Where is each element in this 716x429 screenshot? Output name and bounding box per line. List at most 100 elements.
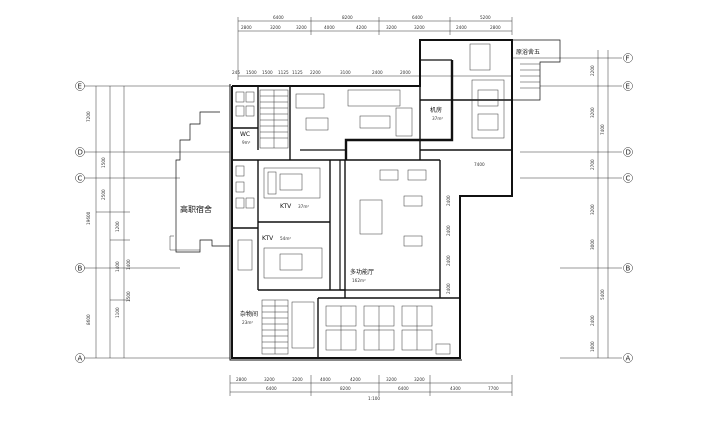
ktv2-label: KTV <box>262 235 274 242</box>
right-dormitory-outline <box>512 39 561 101</box>
dim-left-inner-3: 1200 <box>115 221 120 232</box>
dim-top-inner-6: 3200 <box>386 25 397 30</box>
multi-hall-furniture <box>359 169 427 247</box>
left-dims: 7200 19600 8600 1500 2500 1200 1400 1100 <box>86 111 120 325</box>
axis-right-D: D <box>626 149 631 157</box>
axis-right-A: A <box>626 355 631 363</box>
dim-row3-1: 245 <box>232 70 240 75</box>
ktv1-area: 37m² <box>298 204 309 209</box>
mid-dims: 7400 2400 2400 2400 2400 1500 1400 <box>126 162 485 302</box>
axis-right-F: F <box>626 55 630 63</box>
axis-right-C: C <box>626 175 631 183</box>
dim-bottom-outer-5: 7700 <box>488 386 499 391</box>
right-dimension-lines <box>512 50 622 359</box>
dim-row3-7: 3100 <box>340 70 351 75</box>
dim-right-1: 2200 <box>590 65 595 76</box>
axis-right-E: E <box>626 83 630 91</box>
dim-left-outer-3: 8600 <box>86 314 91 325</box>
axis-left-E: E <box>78 83 82 91</box>
bottom-dimension-lines <box>229 375 513 396</box>
dim-left-inner-5: 1100 <box>115 307 120 318</box>
dim-top-outer-1: 6400 <box>273 15 284 20</box>
axis-right-B: B <box>626 265 631 273</box>
top-dims-row3: 245 1500 1500 1125 1125 2200 3100 2400 2… <box>232 70 411 75</box>
dim-top-inner-4: 4000 <box>324 25 335 30</box>
dorm-top-label: 原浴舍五 <box>516 48 540 56</box>
dorm-left-label: 高职宿舍 <box>180 204 212 214</box>
dim-left-outer-2: 19600 <box>86 211 91 225</box>
stair-top-left <box>259 89 289 149</box>
top-dims-inner: 2800 3200 3200 4000 4200 3200 3200 2400 … <box>241 25 501 30</box>
dim-row3-8: 2400 <box>372 70 383 75</box>
mech-label: 机房 <box>430 106 442 114</box>
dim-mid-1: 7400 <box>474 162 485 167</box>
top-furniture <box>295 89 413 137</box>
left-dimension-lines <box>84 85 230 359</box>
dim-bottom-inner-4: 4000 <box>320 377 331 382</box>
dim-top-inner-3: 3200 <box>296 25 307 30</box>
bottom-dims-outer: 6400 8200 6400 4300 7700 <box>266 386 499 391</box>
dim-bottom-outer-1: 6400 <box>266 386 277 391</box>
dim-right-3: 7400 <box>600 124 605 135</box>
dim-bottom-inner-5: 4200 <box>350 377 361 382</box>
dim-right-7: 5400 <box>600 289 605 300</box>
axis-left-B: B <box>78 265 83 273</box>
dim-left-inner-4: 1400 <box>115 261 120 272</box>
dim-right-5: 3200 <box>590 204 595 215</box>
ktv1-label: KTV <box>280 203 292 210</box>
wc-fixtures <box>235 91 255 209</box>
ktv2-area: 54m² <box>280 236 291 241</box>
axis-left-C: C <box>78 175 83 183</box>
dim-bottom-inner-1: 2800 <box>236 377 247 382</box>
dim-top-inner-7: 3200 <box>414 25 425 30</box>
right-axis-bubbles: F E D C B A <box>623 53 633 363</box>
axis-left-A: A <box>78 355 83 363</box>
ductwork <box>300 59 454 291</box>
axis-left-D: D <box>78 149 83 157</box>
dim-top-outer-3: 6400 <box>412 15 423 20</box>
dim-left-outer-1: 7200 <box>86 111 91 122</box>
dim-mid-7: 1400 <box>126 259 131 270</box>
storage-area: 23m² <box>242 320 253 325</box>
dim-mid-4: 2400 <box>446 255 451 266</box>
dim-row3-3: 1500 <box>262 70 273 75</box>
dim-bottom-inner-2: 3200 <box>264 377 275 382</box>
dim-mid-5: 2400 <box>446 283 451 294</box>
left-axis-bubbles: E D C B A <box>75 81 85 363</box>
right-dims: 2200 3200 7400 2700 3200 3000 5400 2400 … <box>590 65 605 352</box>
top-dimension-lines <box>237 17 513 80</box>
top-dims-outer: 6400 8200 6400 5200 <box>273 15 491 20</box>
mech-area: 37m² <box>432 116 443 121</box>
left-dormitory-outline <box>169 111 230 253</box>
dim-mid-2: 2400 <box>446 195 451 206</box>
dim-top-outer-4: 5200 <box>480 15 491 20</box>
dim-top-inner-1: 2800 <box>241 25 252 30</box>
dim-top-inner-5: 4200 <box>356 25 367 30</box>
interior-walls <box>232 86 512 358</box>
dim-mid-3: 2400 <box>446 225 451 236</box>
ktv1-furniture <box>263 167 321 199</box>
dim-bottom-outer-2: 8200 <box>340 386 351 391</box>
dim-right-2: 3200 <box>590 107 595 118</box>
dim-row3-2: 1500 <box>246 70 257 75</box>
dim-left-inner-1: 1500 <box>101 157 106 168</box>
dim-row3-6: 2200 <box>310 70 321 75</box>
storage-label: 杂物间 <box>240 310 258 318</box>
office-desks <box>325 305 451 355</box>
stair-bottom-left <box>261 299 289 355</box>
multi-label: 多功能厅 <box>350 268 374 276</box>
dim-bottom-inner-3: 3200 <box>292 377 303 382</box>
outer-walls <box>229 39 513 361</box>
dim-bottom-inner-6: 3200 <box>386 377 397 382</box>
dim-top-inner-8: 2400 <box>456 25 467 30</box>
multi-area: 162m² <box>352 278 366 283</box>
bottom-dims-inner: 2800 3200 3200 4000 4200 3200 3200 <box>236 377 425 382</box>
storage-shelf <box>291 301 315 349</box>
dim-mid-6: 1500 <box>126 291 131 302</box>
dim-bottom-outer-3: 6400 <box>398 386 409 391</box>
dim-row3-4: 1125 <box>278 70 289 75</box>
dim-right-6: 3000 <box>590 239 595 250</box>
dim-top-inner-9: 2800 <box>490 25 501 30</box>
dim-row3-5: 1125 <box>292 70 303 75</box>
